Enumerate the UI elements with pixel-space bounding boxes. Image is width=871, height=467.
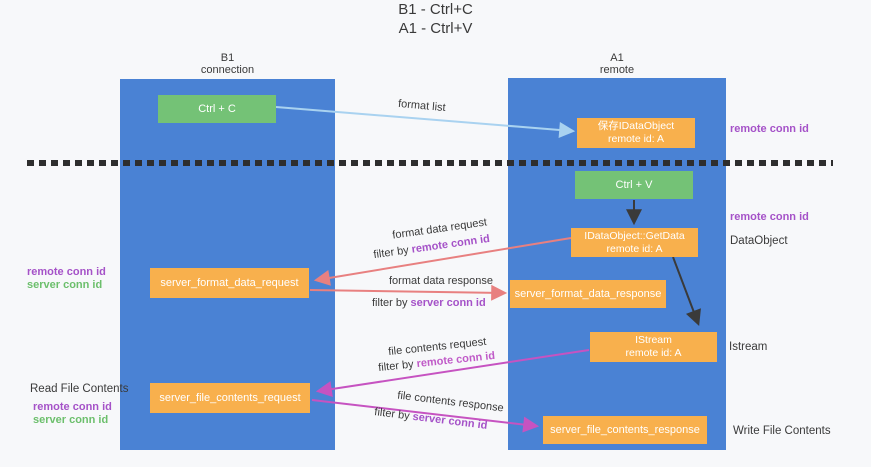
filter-prefix-format-response: filter by <box>372 297 411 309</box>
node-ctrl-v: Ctrl + V <box>575 171 693 199</box>
node-server-file-contents-request: server_file_contents_request <box>150 383 310 413</box>
node-file-response-label: server_file_contents_response <box>550 423 700 436</box>
label-remote-conn-id-right-top: remote conn id <box>730 123 809 135</box>
lane-a1-subtitle: remote <box>599 64 635 76</box>
label-remote-conn-id-left-top: remote conn id <box>27 266 106 278</box>
node-ctrl-v-label: Ctrl + V <box>615 178 653 191</box>
label-remote-conn-id-right-mid: remote conn id <box>730 211 809 223</box>
node-istream-line2: remote id: A <box>625 347 682 359</box>
node-save-idataobject-line1: 保存IDataObject <box>597 120 675 132</box>
title-line-ctrl-v: A1 - Ctrl+V <box>398 20 473 37</box>
label-istream: Istream <box>729 341 768 353</box>
lane-header-a1: A1 remote <box>508 52 726 76</box>
node-getdata-line1: IDataObject::GetData <box>584 229 685 242</box>
lane-b1-name: B1 <box>220 52 235 64</box>
arrow-format-data-response <box>309 284 508 301</box>
lane-header-b1: B1 connection <box>120 52 335 76</box>
lane-b1-subtitle: connection <box>200 64 255 76</box>
node-ctrl-c: Ctrl + C <box>158 95 276 123</box>
node-idataobject-getdata: IDataObject::GetData remote id: A <box>571 228 698 257</box>
arrow-format-data-request <box>313 237 572 286</box>
arrow-getdata-to-istream <box>672 256 701 326</box>
node-istream: IStream remote id: A <box>590 332 717 362</box>
node-getdata-line2: remote id: A <box>606 242 663 255</box>
label-filter-format-response: filter by server conn id <box>372 297 486 309</box>
node-format-response-label: server_format_data_response <box>514 287 662 300</box>
title-line-ctrl-c: B1 - Ctrl+C <box>398 1 473 18</box>
label-remote-conn-id-left-bottom: remote conn id <box>33 401 112 413</box>
node-server-file-contents-response: server_file_contents_response <box>543 416 707 444</box>
diagram-title: B1 - Ctrl+C A1 - Ctrl+V <box>0 0 871 38</box>
node-save-idataobject-line2: remote id: A <box>607 133 665 145</box>
arrow-format-list <box>275 106 576 138</box>
label-read-file-contents: Read File Contents <box>30 383 129 395</box>
label-write-file-contents: Write File Contents <box>733 425 831 437</box>
node-format-request-label: server_format_data_request <box>160 276 299 289</box>
node-file-request-label: server_file_contents_request <box>159 391 301 404</box>
arrow-file-contents-request <box>315 349 590 397</box>
node-server-format-data-request: server_format_data_request <box>150 268 309 298</box>
node-save-idataobject: 保存IDataObject remote id: A <box>577 118 695 148</box>
node-server-format-data-response: server_format_data_response <box>510 280 666 308</box>
arrow-file-contents-response <box>311 399 540 433</box>
lane-a1-name: A1 <box>610 52 624 64</box>
label-format-data-response: format data response <box>389 275 493 287</box>
filter-value-format-response: server conn id <box>410 297 486 309</box>
node-istream-line1: IStream <box>635 334 672 346</box>
label-server-conn-id-left-top: server conn id <box>27 279 103 291</box>
label-server-conn-id-left-bottom: server conn id <box>33 414 109 426</box>
label-dataobject: DataObject <box>730 235 788 247</box>
node-ctrl-c-label: Ctrl + C <box>198 102 236 115</box>
